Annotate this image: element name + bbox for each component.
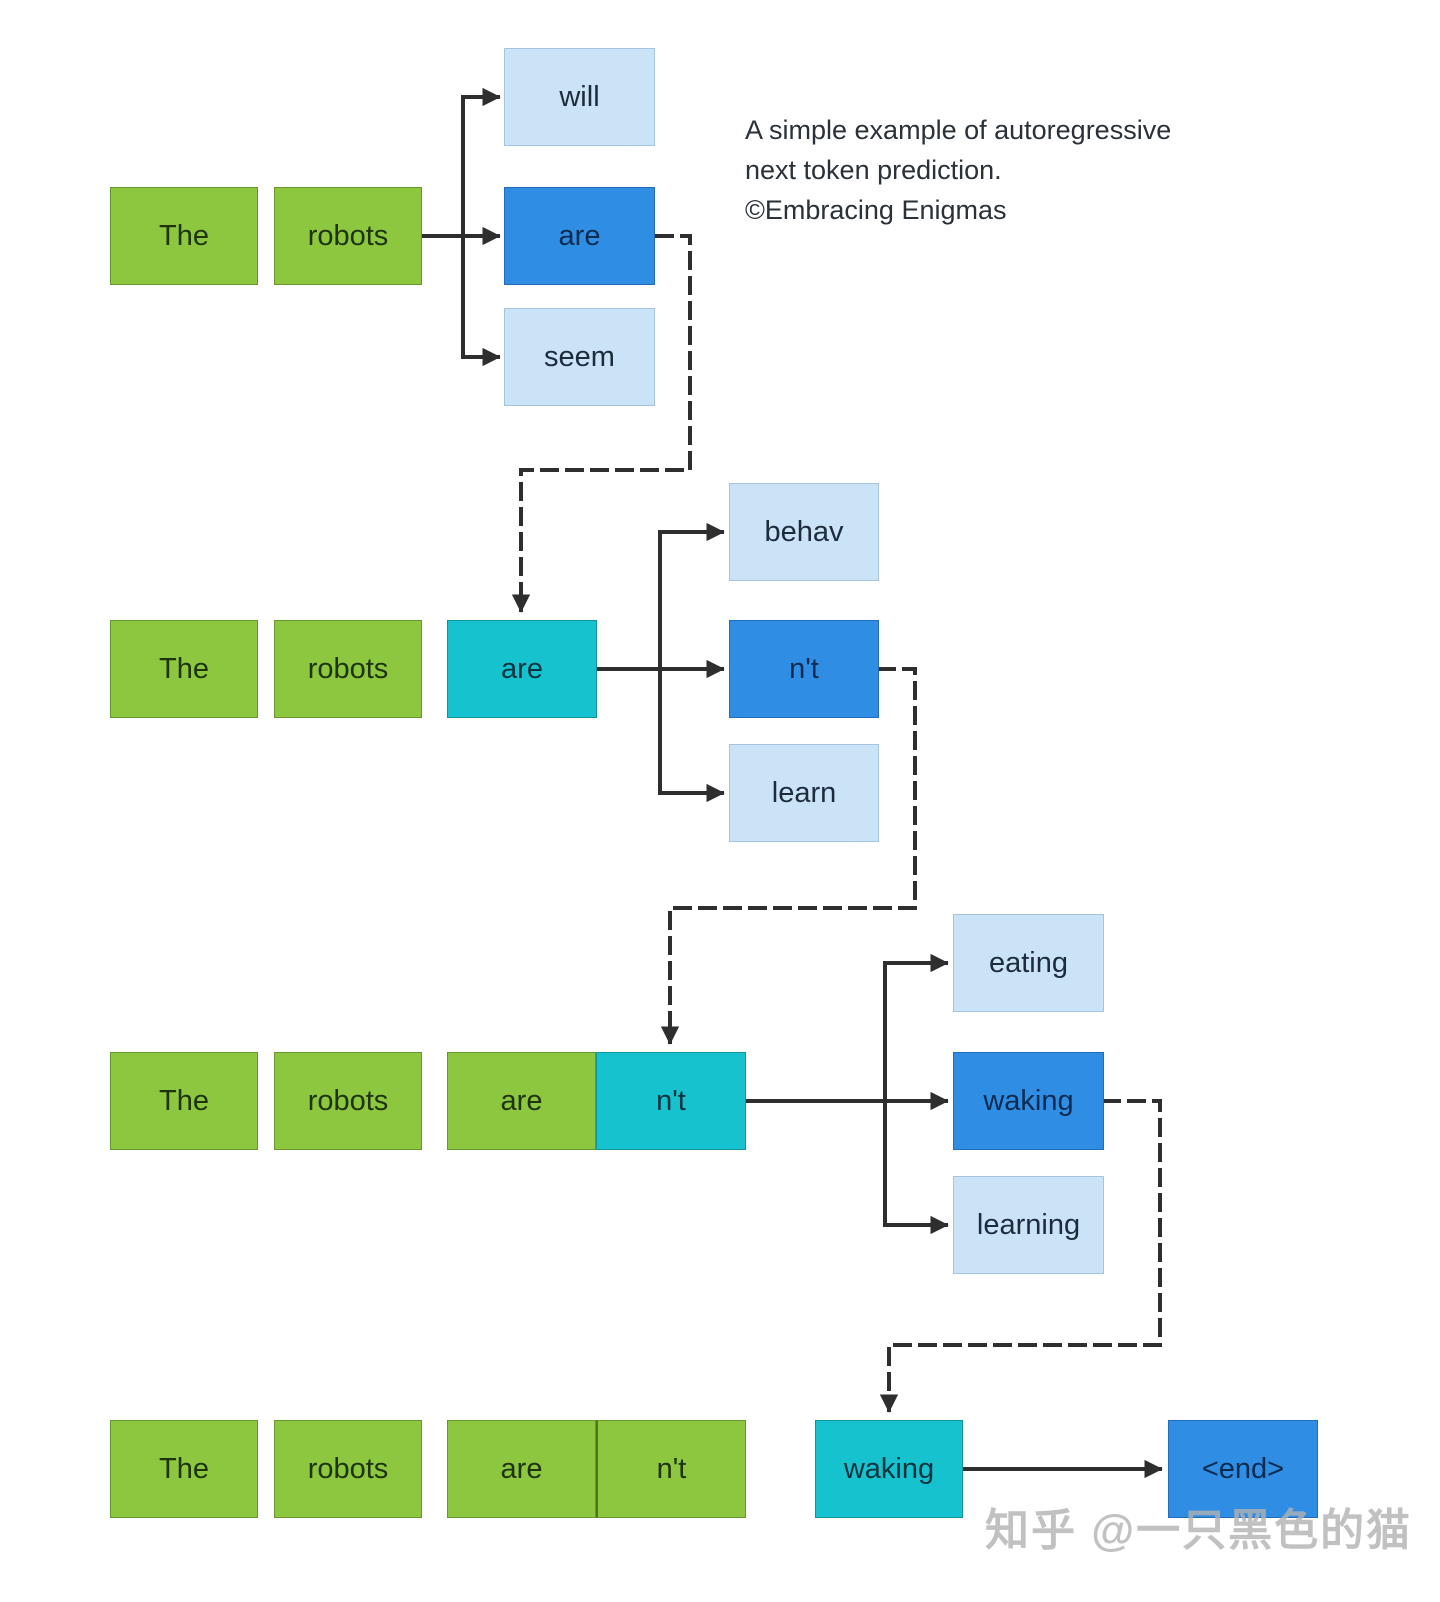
candidate-box-row1-will: will <box>504 48 655 146</box>
token-box-row3-nt-appended: n't <box>596 1052 746 1150</box>
caption-line-3: ©Embracing Enigmas <box>745 195 1007 225</box>
watermark: 知乎 @一只黑色的猫 <box>985 1506 1413 1555</box>
caption-line-2: next token prediction. <box>745 155 1002 185</box>
token-box-row4-nt: n't <box>596 1420 746 1518</box>
candidate-box-row3-waking-selected: waking <box>953 1052 1104 1150</box>
token-box-row4-robots: robots <box>274 1420 422 1518</box>
candidate-box-row2-nt-selected: n't <box>729 620 879 718</box>
token-box-row2-robots: robots <box>274 620 422 718</box>
token-box-row3-the: The <box>110 1052 258 1150</box>
dashed-feedback-row2-to-row3 <box>660 667 917 1045</box>
caption-line-1: A simple example of autoregressive <box>745 115 1172 145</box>
candidate-box-row1-seem: seem <box>504 308 655 406</box>
token-box-row4-waking-appended: waking <box>815 1420 963 1518</box>
token-box-row4-are: are <box>447 1420 596 1518</box>
token-box-row3-are: are <box>447 1052 596 1150</box>
end-token-box: <end> <box>1168 1420 1318 1518</box>
candidate-box-row2-behav: behav <box>729 483 879 581</box>
dashed-feedback-row1-to-row2 <box>511 234 692 613</box>
candidate-box-row2-learn: learn <box>729 744 879 842</box>
token-box-row4-the: The <box>110 1420 258 1518</box>
candidate-box-row3-learning: learning <box>953 1176 1104 1274</box>
candidate-box-row1-are-selected: are <box>504 187 655 285</box>
dashed-feedback-row3-to-row4 <box>879 1099 1162 1413</box>
caption: A simple example of autoregressive next … <box>745 110 1245 230</box>
token-box-row1-the: The <box>110 187 258 285</box>
token-box-row2-the: The <box>110 620 258 718</box>
token-box-row2-are-appended: are <box>447 620 597 718</box>
token-box-row1-robots: robots <box>274 187 422 285</box>
token-box-row3-robots: robots <box>274 1052 422 1150</box>
candidate-box-row3-eating: eating <box>953 914 1104 1012</box>
